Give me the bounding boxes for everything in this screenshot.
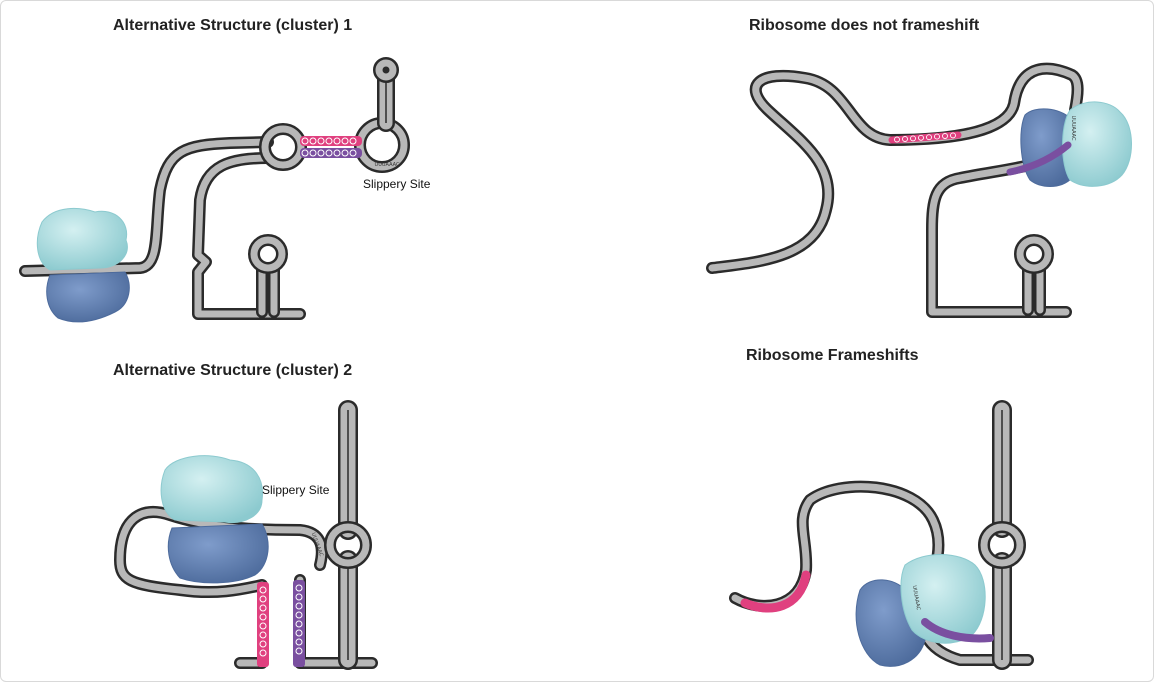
ribosome-large-subunit xyxy=(46,271,130,323)
panel-no-frameshift: UUUAAAC xyxy=(706,62,1132,318)
pink-helix-strand xyxy=(300,136,362,146)
mrna-strand xyxy=(114,400,378,670)
slippery-sequence: UUUAAAC xyxy=(375,162,400,168)
purple-segment xyxy=(1006,141,1072,176)
panel-title-no-frameshift: Ribosome does not frameshift xyxy=(749,17,980,34)
purple-segment xyxy=(921,618,994,643)
pink-segment xyxy=(740,570,811,613)
mrna-strand xyxy=(706,62,1084,318)
panel-title-cluster-1: Alternative Structure (cluster) 1 xyxy=(113,17,353,34)
panel-cluster-1: Slippery Site UUUAAAC xyxy=(19,57,431,323)
ribosome-small-subunit xyxy=(36,207,128,271)
ribosome-small-subunit xyxy=(160,455,264,524)
ribosome-large-subunit xyxy=(167,523,269,584)
ribosome xyxy=(36,207,130,323)
slippery-site-label: Slippery Site xyxy=(262,483,330,497)
panel-cluster-2: Slippery Site UUUAAAC xyxy=(114,400,378,670)
purple-helix-strand xyxy=(300,148,362,158)
pink-segment xyxy=(888,131,962,144)
purple-strand xyxy=(293,580,305,667)
panel-title-cluster-2: Alternative Structure (cluster) 2 xyxy=(113,362,353,379)
slippery-sequence: UUUAAAC xyxy=(1070,116,1076,141)
ribosome xyxy=(855,554,986,667)
panel-frameshifts: UUUAAAC xyxy=(729,400,1034,670)
slippery-sequence: UUUAAAC xyxy=(911,585,921,611)
ribosome xyxy=(160,455,269,584)
pink-strand xyxy=(257,582,269,667)
ribosome-small-subunit xyxy=(1062,101,1132,187)
slippery-site-label: Slippery Site xyxy=(363,177,431,191)
panel-title-frameshifts: Ribosome Frameshifts xyxy=(746,347,919,364)
